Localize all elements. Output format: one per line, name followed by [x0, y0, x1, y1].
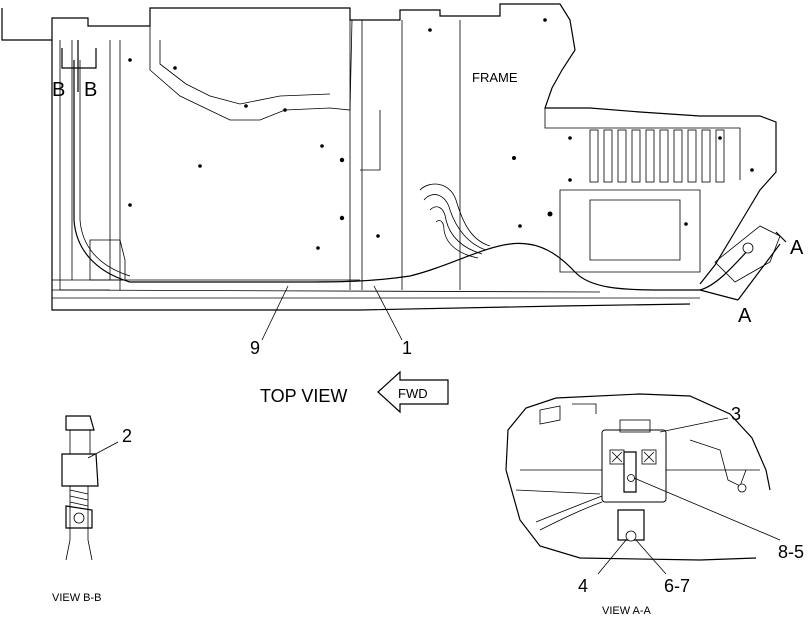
frame-label: FRAME	[472, 70, 518, 85]
view-bb-title: VIEW B-B	[52, 592, 102, 604]
section-b-right-label: B	[84, 79, 97, 101]
section-a-top-label: A	[790, 237, 804, 259]
hose-cluster	[419, 183, 491, 259]
top-view-title: TOP VIEW	[260, 386, 347, 406]
wiring-harness	[73, 60, 751, 291]
forward-arrow	[377, 370, 449, 414]
top-view-drawing	[1, 3, 787, 341]
view-bb-drawing	[61, 415, 119, 561]
section-a-bottom-label: A	[738, 305, 752, 327]
callout-6-7: 6-7	[664, 576, 690, 596]
callout-1: 1	[402, 338, 412, 358]
vent-slots	[589, 129, 725, 183]
callout-8-5: 8-5	[778, 542, 804, 562]
fwd-label: FWD	[398, 386, 428, 401]
section-b-left-label: B	[52, 79, 65, 101]
callout-4: 4	[578, 576, 588, 596]
callout-3: 3	[731, 404, 741, 424]
mounting-holes	[128, 18, 754, 250]
section-b-marker	[61, 40, 97, 92]
relay-unit	[601, 429, 667, 503]
view-aa-drawing	[505, 393, 781, 575]
callout-9: 9	[250, 338, 260, 358]
section-a-marker	[699, 231, 787, 301]
view-aa-title: VIEW A-A	[602, 605, 652, 617]
callout-2: 2	[122, 426, 132, 446]
